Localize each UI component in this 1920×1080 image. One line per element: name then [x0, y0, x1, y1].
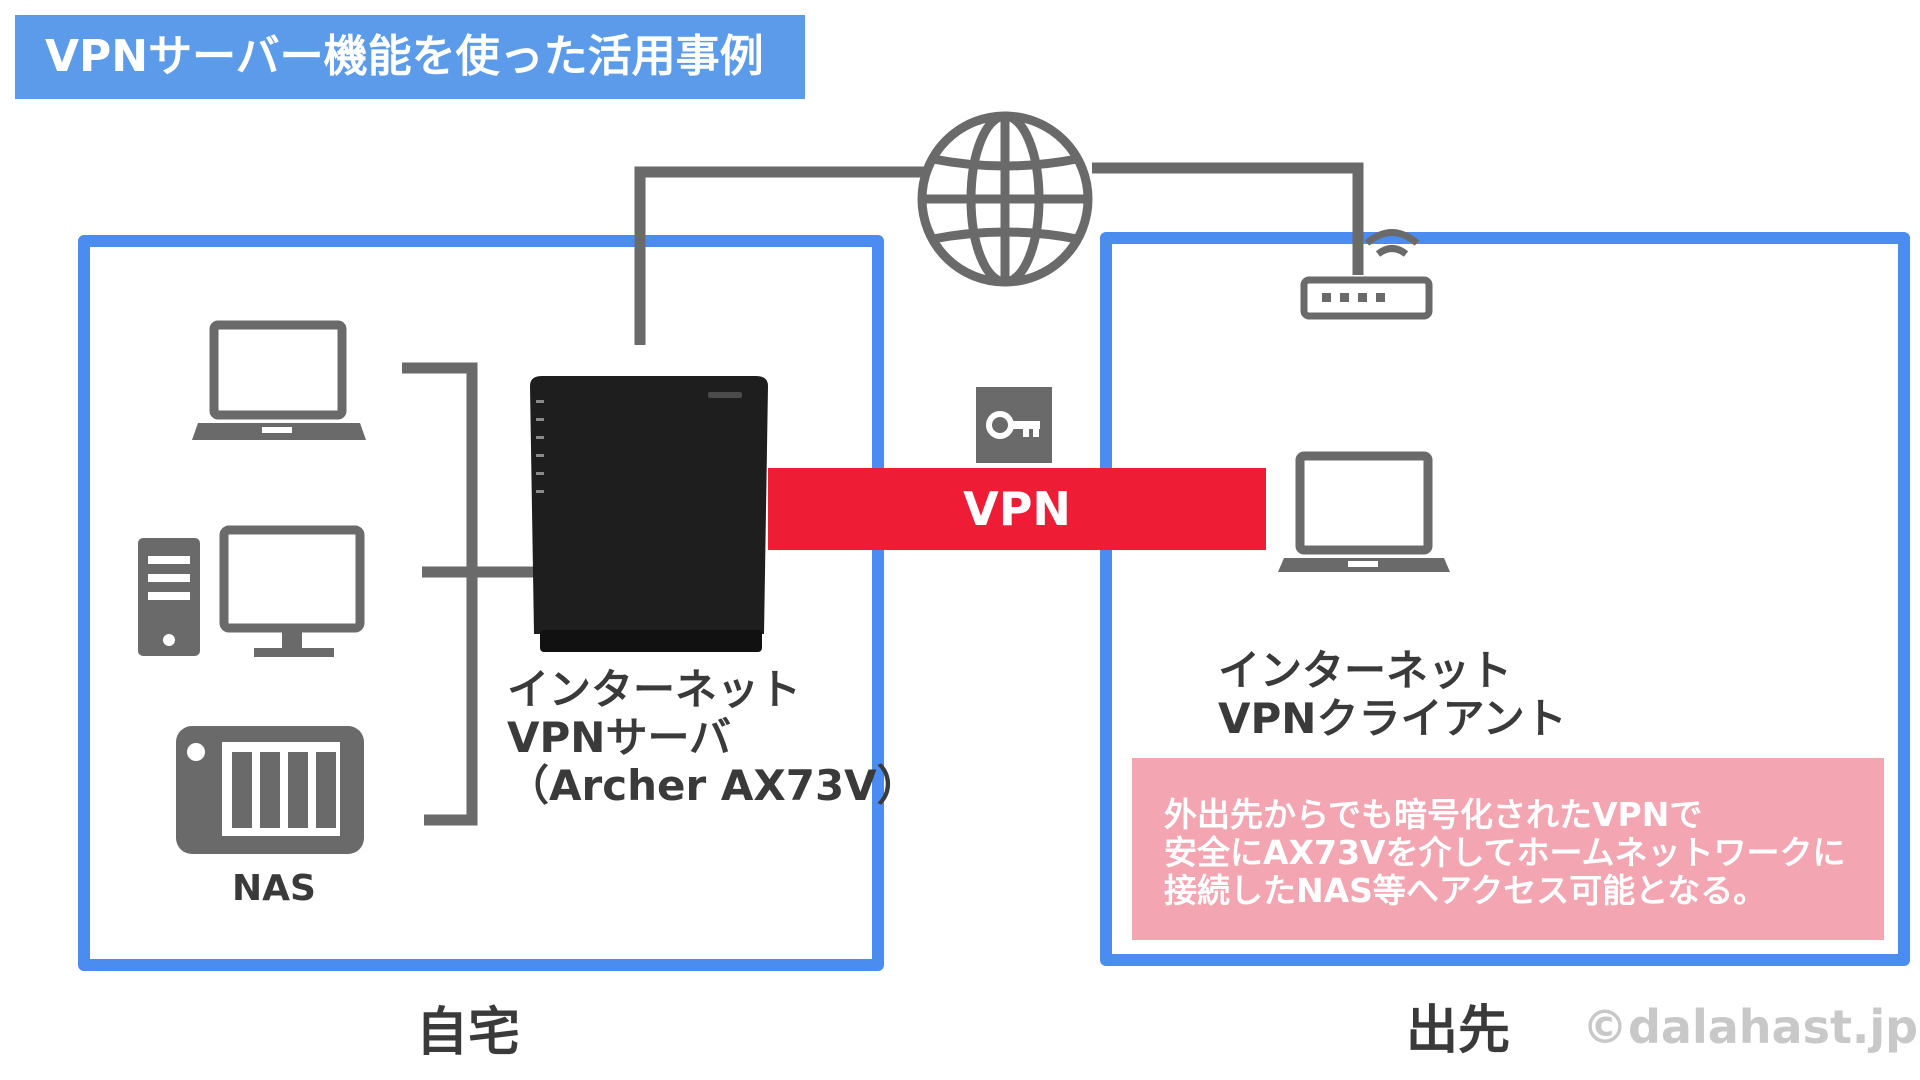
copyright: ©dalahast.jp	[1582, 1000, 1919, 1054]
note-line: 安全にAX73Vを介してホームネットワークに	[1164, 833, 1846, 872]
home-network-box	[78, 235, 884, 971]
internet-to-remote-router-line	[1092, 162, 1364, 275]
server-label-line: （Archer AX73V）	[507, 761, 919, 810]
note-line: 外出先からでも暗号化されたVPNで	[1164, 795, 1703, 834]
server-label-line: VPNサーバ	[507, 713, 732, 762]
diagram-title: VPNサーバー機能を使った活用事例	[15, 15, 805, 99]
vpn-server-label: インターネット VPNサーバ （Archer AX73V）	[507, 666, 919, 810]
remote-network-box	[1100, 232, 1910, 966]
vpn-tunnel-bar: VPN	[768, 468, 1266, 550]
vpn-client-label: インターネット VPNクライアント	[1218, 647, 1567, 743]
router-to-internet-line	[634, 166, 925, 345]
nas-label: NAS	[232, 868, 316, 909]
home-label: 自宅	[416, 1003, 521, 1063]
client-label-line: VPNクライアント	[1218, 694, 1567, 743]
note-line: 接続したNAS等へアクセス可能となる。	[1164, 871, 1767, 910]
note-box: 外出先からでも暗号化されたVPNで 安全にAX73Vを介してホームネットワークに…	[1132, 758, 1884, 940]
server-label-line: インターネット	[507, 665, 802, 714]
remote-label: 出先	[1406, 1001, 1511, 1061]
home-devices-bracket	[402, 362, 478, 826]
client-label-line: インターネット	[1218, 646, 1513, 695]
